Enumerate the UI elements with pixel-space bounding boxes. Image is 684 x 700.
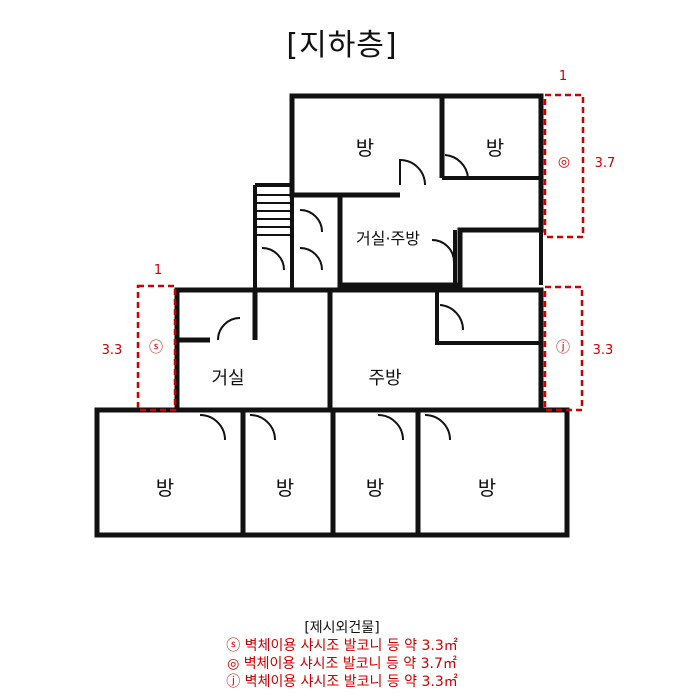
wall-lower-outline <box>94 407 570 538</box>
room-label-bottom-3: 방 <box>366 476 384 500</box>
balcony-areas <box>136 93 585 412</box>
plan-title: [지하층] <box>286 28 398 63</box>
room-label-bottom-2: 방 <box>276 476 294 500</box>
stair-treads <box>257 194 290 236</box>
room-label-kitchen: 주방 <box>368 368 401 389</box>
wall-upper-divider <box>289 96 445 198</box>
wall-middle-right <box>435 290 541 345</box>
annotation-left-height: 3.3 <box>102 343 123 358</box>
legend: [제시외건물] ⓢ 벽체이용 샤시조 발코니 등 약 3.3㎡ ◎ 벽체이용 샤… <box>0 619 684 691</box>
room-label-top-left: 방 <box>356 136 374 160</box>
legend-item-2: ◎ 벽체이용 샤시조 발코니 등 약 3.7㎡ <box>227 656 457 672</box>
room-label-bottom-1: 방 <box>156 476 174 500</box>
room-label-living-left: 거실 <box>211 368 244 389</box>
annotation-top-width: 1 <box>559 69 567 84</box>
floor-plan: 방 방 거실·주방 거실 주방 방 방 방 방 1 3.7 ◎ 1 3.3 ⓢ … <box>94 69 616 538</box>
room-label-living-kitchen: 거실·주방 <box>356 229 420 248</box>
wall-middle-divider <box>177 290 333 410</box>
annotation-left-symbol: ⓢ <box>149 340 163 356</box>
door-swings <box>199 154 469 441</box>
wall-stair <box>253 183 294 290</box>
wall-middle-outline <box>174 287 544 413</box>
annotation-right-height: 3.3 <box>593 343 614 358</box>
wall-corridor <box>453 230 543 285</box>
balcony-left <box>136 284 177 412</box>
wall-upper-outline <box>289 93 544 288</box>
annotation-top-symbol: ◎ <box>558 154 570 170</box>
legend-heading: [제시외건물] <box>304 620 380 636</box>
annotation-right-symbol: ⓙ <box>556 340 570 356</box>
legend-item-1: ⓢ 벽체이용 샤시조 발코니 등 약 3.3㎡ <box>226 638 458 654</box>
legend-item-3: ⓙ 벽체이용 샤시조 발코니 등 약 3.3㎡ <box>226 674 458 690</box>
room-label-top-right: 방 <box>486 136 504 160</box>
wall-lower-dividers <box>240 410 421 535</box>
room-label-bottom-4: 방 <box>478 476 496 500</box>
walls <box>94 93 570 538</box>
annotation-left-width: 1 <box>154 263 162 278</box>
annotation-top-height: 3.7 <box>595 156 616 171</box>
